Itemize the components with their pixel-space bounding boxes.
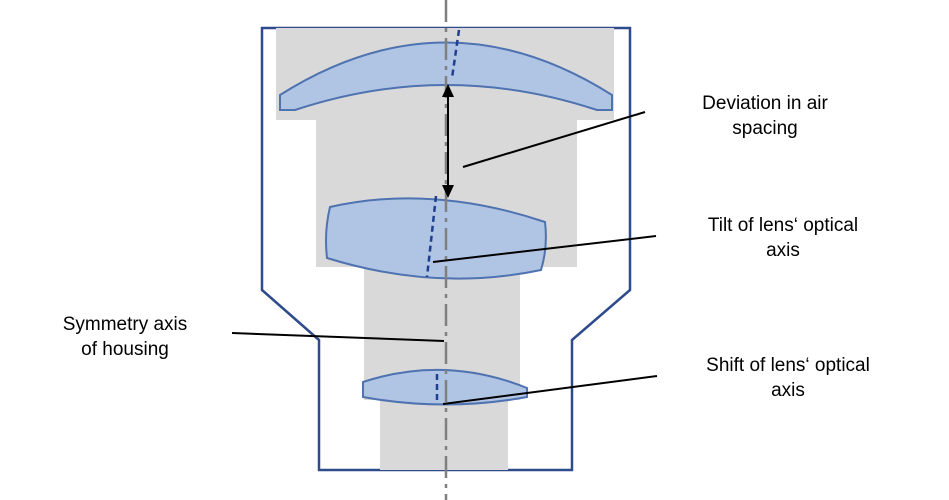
leader-symmetry <box>231 332 445 342</box>
leader-tilt <box>432 235 657 263</box>
label-air-spacing-line2: spacing <box>732 118 798 139</box>
label-tilt-line1: Tilt of lens‘ optical <box>707 215 859 236</box>
middle-lens-optical-axis <box>425 195 438 278</box>
bore-bottom <box>380 400 508 470</box>
label-tilt: Tilt of lens‘ optical axis <box>680 213 886 263</box>
label-air-spacing-line1: Deviation in air <box>702 93 828 114</box>
leader-air-spacing <box>462 111 646 168</box>
label-symmetry: Symmetry axis of housing <box>45 312 205 362</box>
air-spacing-arrowhead-down <box>442 185 454 198</box>
label-tilt-line2: axis <box>766 240 800 261</box>
middle-tilted-lens <box>325 197 547 280</box>
leader-shift <box>442 375 658 405</box>
label-air-spacing: Deviation in air spacing <box>682 91 848 141</box>
top-lens-optical-axis <box>450 29 461 79</box>
label-shift: Shift of lens‘ optical axis <box>684 353 892 403</box>
label-symmetry-line2: of housing <box>81 339 169 360</box>
air-spacing-arrowhead-up <box>442 84 454 97</box>
label-shift-line1: Shift of lens‘ optical <box>706 355 870 376</box>
label-symmetry-line1: Symmetry axis <box>62 314 188 335</box>
housing-outline <box>260 26 632 472</box>
label-shift-line2: axis <box>771 380 805 401</box>
